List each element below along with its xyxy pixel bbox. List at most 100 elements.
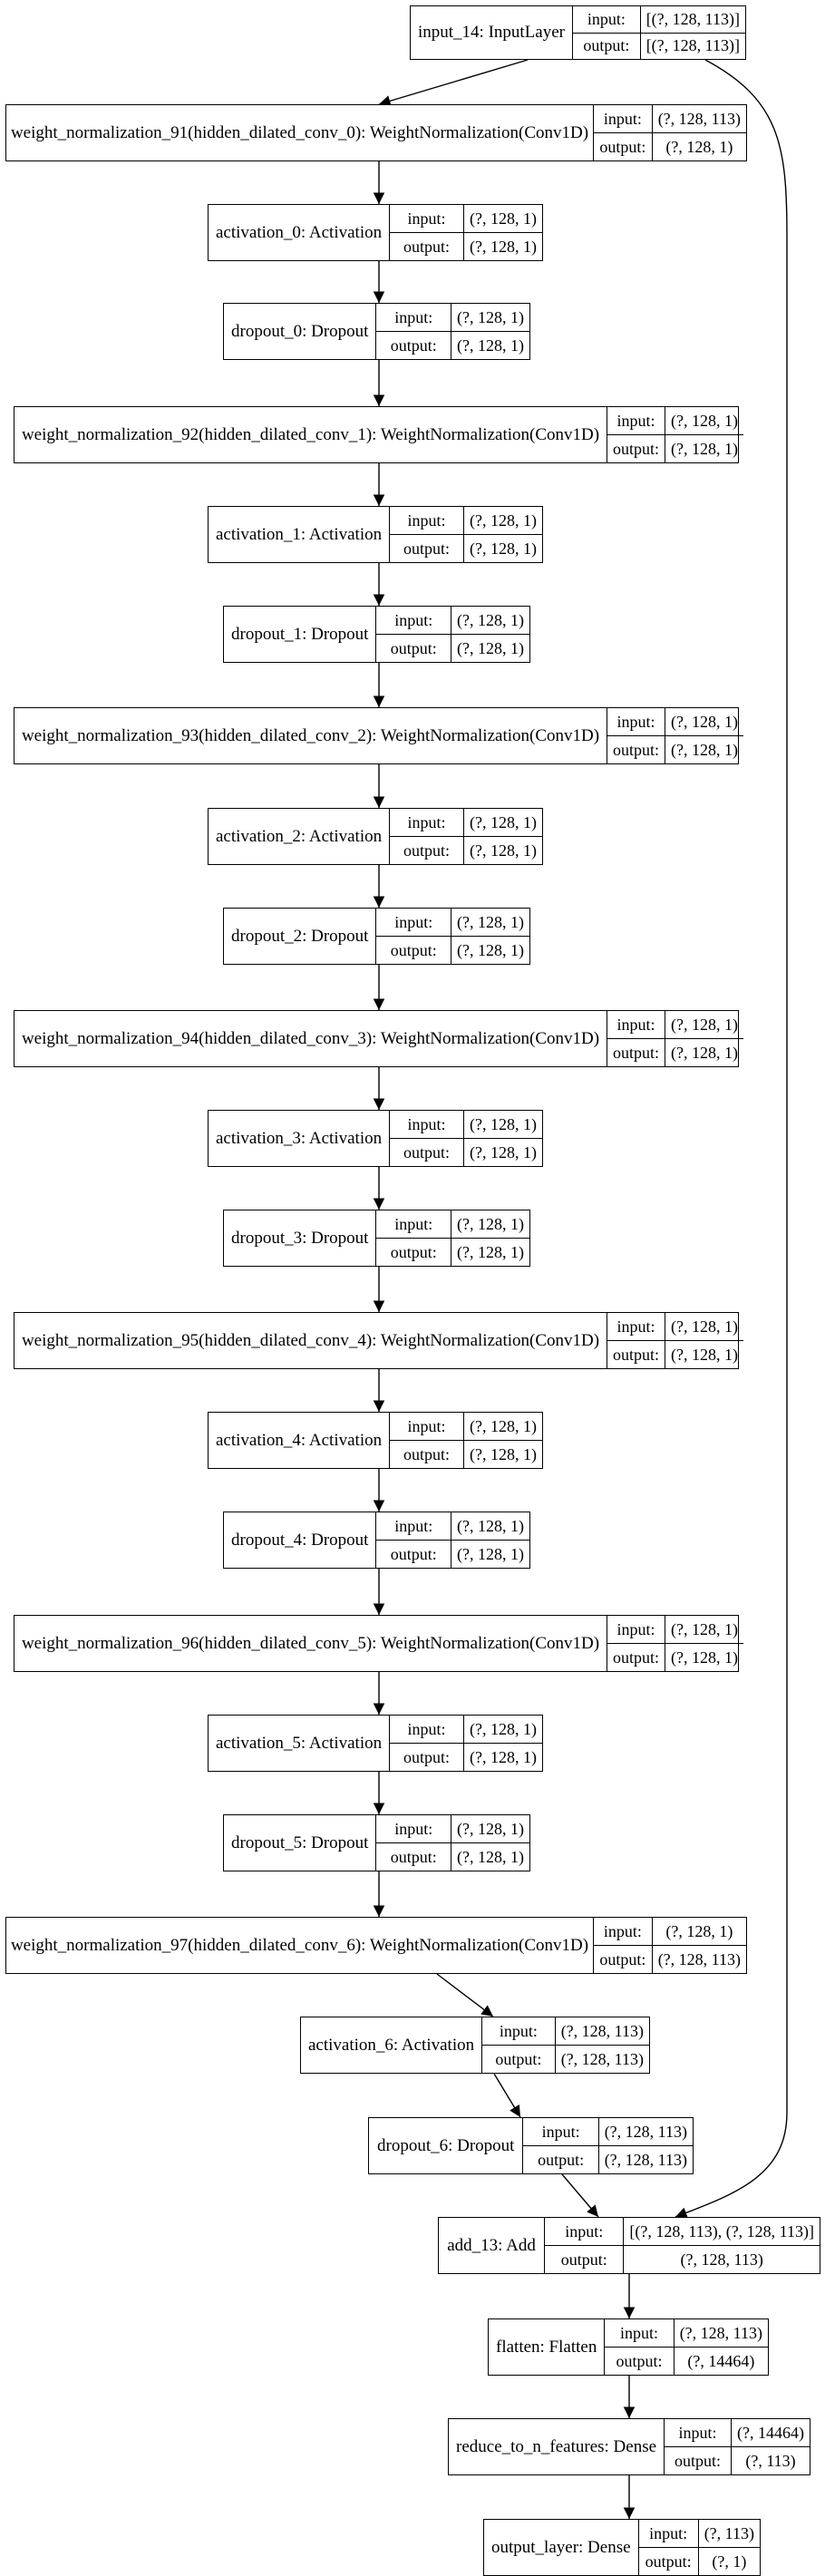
output-label: output:: [538, 2150, 585, 2169]
input-label: input:: [607, 1616, 665, 1644]
input-shape: (?, 128, 1): [451, 1210, 529, 1239]
output-shape: (?, 1): [712, 2552, 747, 2571]
output-shape: (?, 128, 1): [457, 335, 524, 355]
output-label: output:: [390, 1242, 437, 1261]
layer-title: weight_normalization_93(hidden_dilated_c…: [15, 708, 607, 763]
output-shape: (?, 128, 1): [671, 1648, 738, 1667]
layer-title: activation_0: Activation: [209, 205, 391, 260]
layer-title: dropout_4: Dropout: [224, 1512, 377, 1568]
output-label: output:: [390, 335, 437, 355]
layer-title: activation_1: Activation: [209, 507, 391, 562]
output-shape: (?, 128, 1): [470, 1444, 537, 1463]
output-shape: (?, 128, 1): [457, 940, 524, 959]
input-shape: (?, 128, 1): [464, 1716, 542, 1744]
layer-title: weight_normalization_96(hidden_dilated_c…: [15, 1616, 607, 1671]
input-label: input:: [594, 105, 652, 133]
layer-title: flatten: Flatten: [489, 2319, 606, 2375]
output-label: output:: [616, 2351, 663, 2370]
layer-title: dropout_1: Dropout: [224, 607, 377, 662]
output-shape: (?, 128, 1): [470, 841, 537, 860]
edge-wn97-to-act6: [436, 1973, 494, 2017]
input-label: input:: [607, 1313, 665, 1341]
edge-act6-to-drop6: [493, 2073, 521, 2118]
input-label: input:: [665, 2419, 732, 2447]
input-label: input:: [390, 1716, 464, 1744]
input-shape: (?, 128, 1): [665, 1313, 743, 1341]
input-label: input:: [390, 205, 464, 233]
layer-node-wn93: weight_normalization_93(hidden_dilated_c…: [14, 707, 743, 764]
input-shape: (?, 128, 1): [665, 407, 743, 435]
output-label: output:: [599, 1949, 646, 1968]
input-shape: (?, 128, 1): [451, 1512, 529, 1541]
output-shape: (?, 128, 113): [657, 1949, 741, 1968]
output-shape: (?, 128, 1): [671, 439, 738, 458]
input-label: input:: [607, 1011, 665, 1039]
input-label: input:: [376, 1210, 451, 1239]
layer-title: weight_normalization_97(hidden_dilated_c…: [6, 1918, 594, 1973]
output-shape: (?, 128, 1): [470, 237, 537, 256]
output-label: output:: [613, 439, 660, 458]
layer-title: weight_normalization_92(hidden_dilated_c…: [15, 407, 607, 462]
input-shape: (?, 128, 1): [464, 1413, 542, 1441]
layer-title: weight_normalization_94(hidden_dilated_c…: [15, 1011, 607, 1066]
input-shape: (?, 128, 1): [451, 909, 529, 937]
output-shape: (?, 128, 1): [671, 740, 738, 759]
input-label: input:: [573, 6, 640, 34]
output-shape: (?, 128, 1): [457, 1544, 524, 1563]
edge-drop6-to-add13: [561, 2173, 599, 2218]
output-label: output:: [613, 1345, 660, 1364]
output-shape: (?, 128, 1): [457, 638, 524, 657]
output-label: output:: [599, 137, 646, 156]
output-label: output:: [403, 1444, 451, 1463]
output-label: output:: [583, 36, 630, 55]
layer-title: dropout_5: Dropout: [224, 1815, 377, 1871]
output-shape: (?, 128, 113): [604, 2150, 687, 2169]
input-shape: (?, 14464): [732, 2419, 810, 2447]
input-shape: (?, 128, 1): [665, 1616, 743, 1644]
input-shape: (?, 113): [698, 2520, 760, 2548]
layer-node-wn95: weight_normalization_95(hidden_dilated_c…: [14, 1312, 743, 1369]
output-shape: (?, 128, 113): [560, 2049, 644, 2068]
output-shape: (?, 128, 113): [680, 2250, 763, 2269]
input-shape: (?, 128, 113): [598, 2118, 693, 2146]
layer-node-wn94: weight_normalization_94(hidden_dilated_c…: [14, 1010, 743, 1067]
input-label: input:: [523, 2118, 598, 2146]
input-shape: (?, 128, 113): [555, 2017, 649, 2046]
layer-title: activation_6: Activation: [301, 2017, 483, 2073]
output-label: output:: [390, 1544, 437, 1563]
input-shape: (?, 128, 1): [464, 1111, 542, 1139]
output-shape: (?, 14464): [687, 2351, 755, 2370]
input-shape: (?, 128, 1): [665, 1011, 743, 1039]
output-label: output:: [403, 841, 451, 860]
output-label: output:: [613, 1043, 660, 1062]
input-label: input:: [607, 407, 665, 435]
input-label: input:: [594, 1918, 652, 1946]
output-shape: (?, 113): [745, 2451, 796, 2470]
layer-title: reduce_to_n_features: Dense: [449, 2419, 665, 2474]
layer-title: add_13: Add: [439, 2218, 546, 2273]
layer-title: dropout_6: Dropout: [369, 2118, 524, 2173]
layer-title: dropout_3: Dropout: [224, 1210, 377, 1266]
input-label: input:: [607, 708, 665, 736]
input-label: input:: [390, 507, 464, 535]
input-label: input:: [376, 1512, 451, 1541]
layer-title: output_layer: Dense: [484, 2520, 639, 2575]
input-shape: [(?, 128, 113), (?, 128, 113)]: [624, 2218, 820, 2246]
input-shape: (?, 128, 1): [464, 507, 542, 535]
layer-title: weight_normalization_95(hidden_dilated_c…: [15, 1313, 607, 1368]
output-label: output:: [613, 1648, 660, 1667]
